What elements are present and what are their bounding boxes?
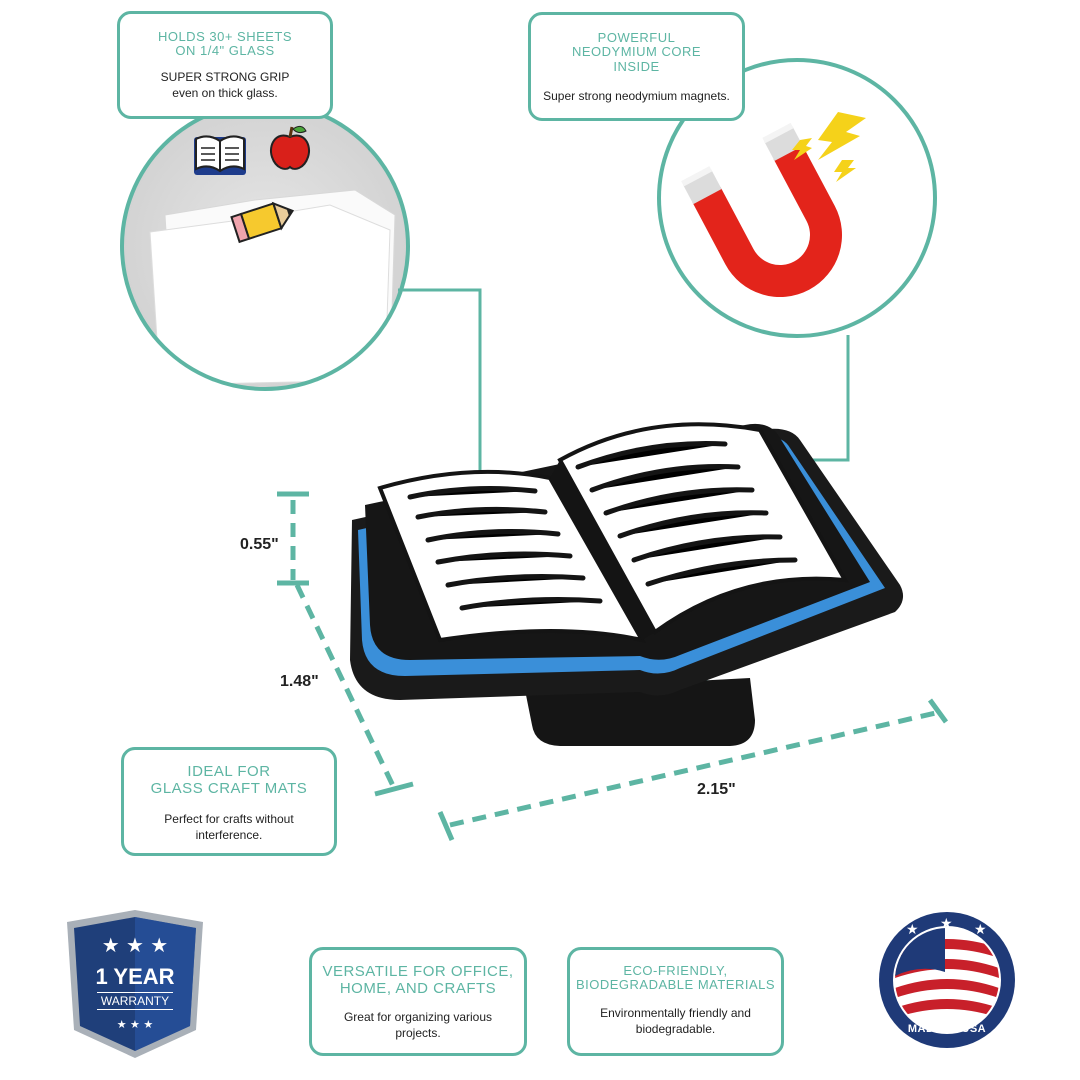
lightning-icon — [792, 112, 866, 182]
feature-body: Great for organizing various projects. — [312, 1009, 524, 1041]
feature-title: Eco-Friendly, Biodegradable Materials — [570, 963, 781, 993]
feature-title: Versatile for Office, Home, and Crafts — [312, 963, 524, 997]
dimension-width-label: 2.15" — [697, 781, 736, 798]
feature-body-line: interference. — [195, 828, 263, 843]
magnet-demo-circle — [657, 58, 937, 338]
pencil-icon — [230, 201, 295, 244]
feature-title-line: Eco-Friendly, — [623, 963, 728, 978]
warranty-label: WARRANTY — [96, 992, 174, 1010]
svg-text:★ ★ ★: ★ ★ ★ — [102, 933, 169, 957]
apple-icon — [270, 125, 310, 170]
feature-title-line: Versatile for Office, — [322, 963, 514, 980]
feature-body-line: projects. — [395, 1026, 441, 1041]
made-in-usa-label: MADE IN USA — [907, 1023, 987, 1035]
horseshoe-magnet-icon — [681, 122, 842, 297]
dimension-depth-label: 1.48" — [280, 673, 319, 690]
dimension-lines — [277, 491, 949, 841]
feature-body-line: Environmentally friendly and — [600, 1005, 751, 1020]
svg-text:★: ★ — [906, 922, 919, 938]
feature-card-eco-friendly: Eco-Friendly, Biodegradable Materials En… — [567, 947, 784, 1056]
warranty-shield-icon: ★ ★ ★ ★ ★ ★ — [67, 910, 203, 1058]
warranty-years: 1 YEAR — [95, 964, 175, 989]
svg-text:★ ★ ★: ★ ★ ★ — [117, 1018, 154, 1031]
feature-body-line: Perfect for crafts without — [164, 812, 294, 826]
feature-card-glass-craft-mats: Ideal for Glass Craft Mats Perfect for c… — [121, 747, 337, 856]
feature-title: Holds 30+ Sheets on 1/4" Glass — [157, 29, 293, 59]
feature-title-line: Home, and Crafts — [339, 979, 497, 997]
feature-title-line: Glass Craft Mats — [150, 779, 308, 797]
feature-title: Powerful Neodymium Core Inside — [571, 30, 702, 74]
feature-card-neodymium-core: Powerful Neodymium Core Inside Super str… — [528, 12, 745, 121]
svg-text:★: ★ — [940, 916, 953, 932]
feature-body: Environmentally friendly and biodegradab… — [570, 1005, 781, 1037]
feature-body: Perfect for crafts without interference. — [124, 811, 334, 843]
open-book-magnet-product — [350, 422, 904, 746]
feature-title: Ideal for Glass Craft Mats — [124, 763, 334, 797]
glass-demo-circle — [120, 101, 410, 391]
feature-body: Super strong neodymium magnets. — [543, 88, 730, 103]
feature-body: SUPER STRONG GRIP even on thick glass. — [120, 69, 330, 101]
feature-card-holds-sheets: Holds 30+ Sheets on 1/4" Glass SUPER STR… — [117, 11, 333, 119]
feature-title-line: Biodegradable Materials — [575, 977, 776, 993]
warranty-badge-text: 1 YEAR WARRANTY — [80, 964, 190, 1010]
feature-card-versatile: Versatile for Office, Home, and Crafts G… — [309, 947, 527, 1056]
feature-body-line: even on thick glass. — [172, 85, 278, 100]
feature-title-line: Ideal for — [187, 763, 271, 780]
feature-body-line: Great for organizing various — [343, 1010, 493, 1024]
svg-text:★: ★ — [974, 922, 987, 938]
feature-body-line: SUPER STRONG GRIP — [160, 69, 290, 84]
dimension-height-label: 0.55" — [240, 536, 279, 553]
open-book-icon — [194, 135, 246, 175]
feature-body-line: biodegradable. — [635, 1021, 716, 1036]
usa-flag-badge-icon: ★ ★ ★ — [879, 912, 1015, 1048]
